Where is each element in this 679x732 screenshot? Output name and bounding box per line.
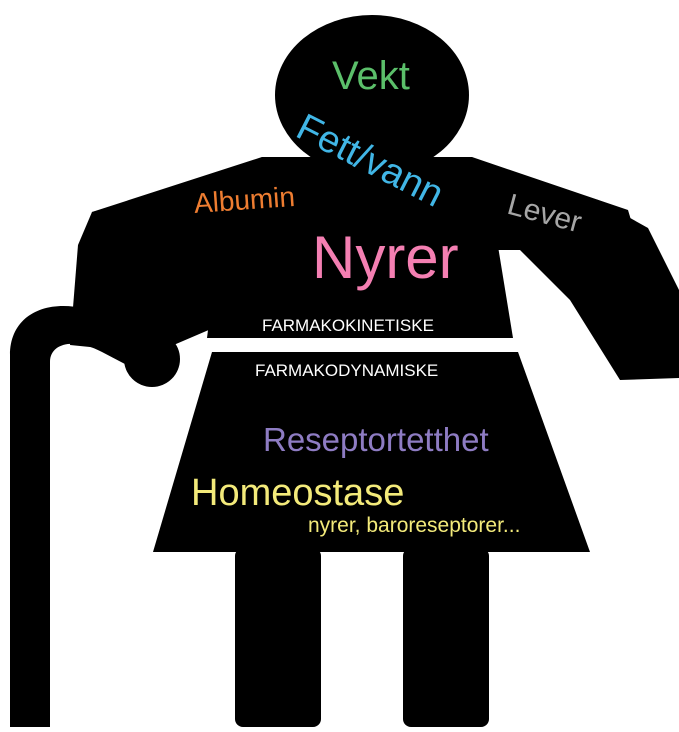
label-reseptortetthet: Reseptortetthet xyxy=(263,423,489,456)
label-farmakodynamiske: FARMAKODYNAMISKE xyxy=(255,362,438,379)
left-leg xyxy=(235,548,321,727)
right-arm xyxy=(472,160,679,380)
label-homeostase: Homeostase xyxy=(191,474,404,512)
label-nyrer: Nyrer xyxy=(312,228,459,288)
label-farmakokinetiske: FARMAKOKINETISKE xyxy=(262,317,434,334)
right-leg xyxy=(403,548,489,727)
label-vekt: Vekt xyxy=(332,56,410,96)
label-homeostase-detail: nyrer, baroreseptorer... xyxy=(308,515,520,536)
label-albumin: Albumin xyxy=(193,183,296,218)
